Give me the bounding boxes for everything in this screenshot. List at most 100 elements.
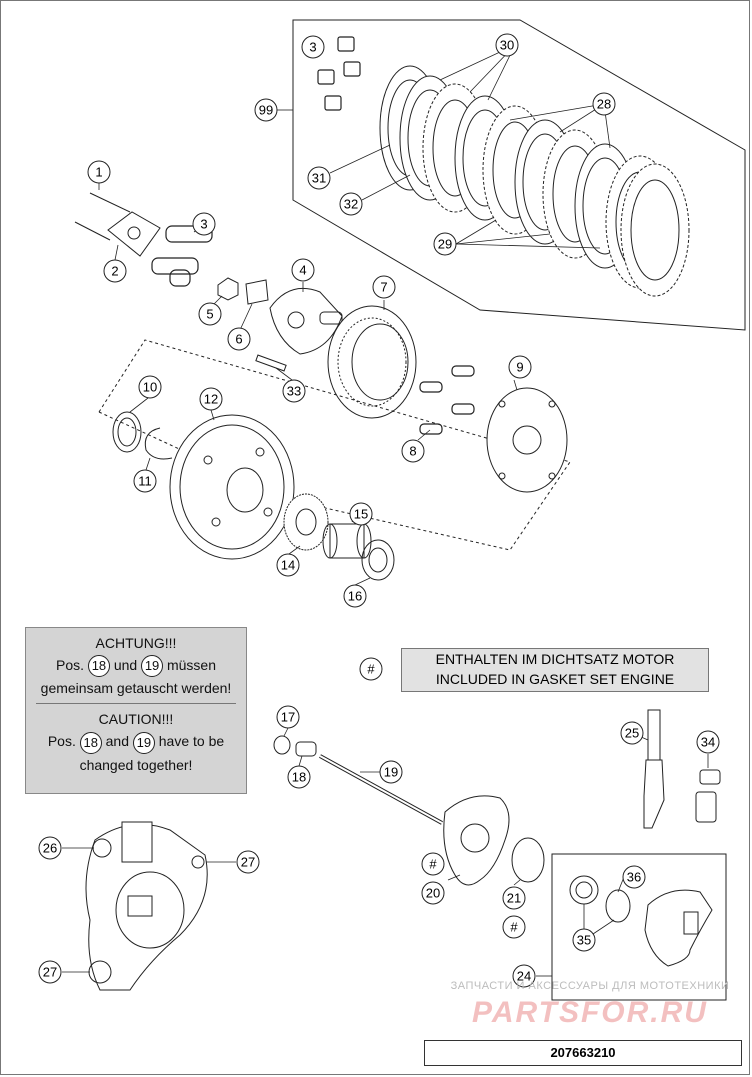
callout-31: 31 [307, 166, 331, 190]
clutch-disc-stack [379, 65, 690, 297]
svg-text:25: 25 [625, 726, 639, 741]
svg-text:4: 4 [299, 263, 306, 278]
clutch-cover [85, 821, 208, 991]
callout-hash-legend: # [359, 657, 383, 681]
inner-clutch-hub [327, 305, 417, 419]
callout-34: 34 [696, 730, 720, 754]
callout-21: 21 [502, 886, 526, 910]
guide-frame [98, 339, 571, 551]
callout-14: 14 [276, 553, 300, 577]
svg-text:24: 24 [517, 969, 531, 984]
kit-99-outline [292, 19, 746, 331]
callout-8: 8 [401, 439, 425, 463]
o-ring [511, 837, 545, 883]
gasket [443, 795, 510, 886]
svg-text:10: 10 [143, 380, 157, 395]
callout-19: 19 [379, 760, 403, 784]
thrust-ring [112, 411, 142, 453]
svg-text:99: 99 [259, 103, 273, 118]
ref-circle: 18 [79, 731, 102, 754]
svg-text:7: 7 [380, 280, 387, 295]
warning-line-de: Pos. 18 und 19 müssen [26, 654, 246, 678]
svg-text:3: 3 [309, 40, 316, 55]
callout-15: 15 [349, 502, 373, 526]
callout-hash-20: # [421, 852, 445, 876]
svg-text:35: 35 [577, 933, 591, 948]
svg-text:8: 8 [409, 444, 416, 459]
watermark-logo: PARTSFOR.RU [472, 996, 708, 1029]
callout-16: 16 [343, 584, 367, 608]
svg-text:26: 26 [43, 841, 57, 856]
watermark-tagline: ЗАПЧАСТИ И АКСЕССУАРЫ ДЛЯ МОТОТЕХНИКИ [450, 980, 730, 992]
svg-text:31: 31 [312, 171, 326, 186]
pressure-plate [269, 288, 343, 355]
callout-5: 5 [198, 302, 222, 326]
callout-20: 20 [421, 881, 445, 905]
slave-cylinder [569, 875, 713, 967]
svg-text:14: 14 [281, 558, 295, 573]
callout-1: 1 [87, 160, 111, 184]
svg-text:6: 6 [235, 332, 242, 347]
callout-29: 29 [433, 232, 457, 256]
callout-11: 11 [133, 469, 157, 493]
callout-30: 30 [495, 33, 519, 57]
callout-99: 99 [254, 98, 278, 122]
callout-36: 36 [622, 865, 646, 889]
bolts-and-plate [74, 192, 161, 257]
nut [217, 277, 239, 301]
callout-25: 25 [620, 721, 644, 745]
callout-32: 32 [339, 192, 363, 216]
svg-text:21: 21 [507, 891, 521, 906]
lock-washer [245, 279, 269, 305]
svg-text:5: 5 [206, 307, 213, 322]
svg-text:29: 29 [438, 237, 452, 252]
svg-text:36: 36 [627, 870, 641, 885]
pressure-pin [255, 354, 287, 372]
svg-text:20: 20 [426, 886, 440, 901]
warning-line3-de: gemeinsam getauscht werden! [40, 680, 232, 697]
svg-text:19: 19 [384, 765, 398, 780]
svg-text:16: 16 [348, 589, 362, 604]
warning-line-en: Pos. 18 and 19 have to be [26, 730, 246, 754]
callout-35: 35 [572, 928, 596, 952]
damper-springs [419, 365, 475, 435]
ref-circle: 19 [132, 731, 155, 754]
push-rod-piece [295, 741, 317, 757]
warning-title-de: ACHTUNG!!! [95, 635, 177, 651]
callout-17: 17 [276, 705, 300, 729]
svg-text:30: 30 [500, 38, 514, 53]
slave-cylinder-box [551, 853, 727, 1001]
callout-12: 12 [199, 387, 223, 411]
ref-circle: 18 [87, 655, 110, 678]
note-divider [36, 703, 236, 705]
thrust-washer [361, 539, 395, 581]
callout-9: 9 [508, 355, 532, 379]
svg-text:33: 33 [287, 384, 301, 399]
svg-text:27: 27 [43, 965, 57, 980]
legend-line-en: INCLUDED IN GASKET SET ENGINE [435, 671, 675, 687]
svg-text:15: 15 [354, 507, 368, 522]
callout-6: 6 [227, 327, 251, 351]
callout-3: 3 [192, 212, 216, 236]
callout-10: 10 [138, 375, 162, 399]
callout-27-right: 27 [236, 850, 260, 874]
seal-ring [273, 735, 291, 755]
warning-title-en: CAUTION!!! [98, 711, 174, 728]
svg-text:32: 32 [344, 197, 358, 212]
callout-24: 24 [512, 964, 536, 988]
callout-28: 28 [592, 92, 616, 116]
callout-hash-21: # [502, 915, 526, 939]
svg-text:#: # [510, 920, 518, 935]
callout-18: 18 [287, 765, 311, 789]
svg-text:2: 2 [111, 264, 118, 279]
callout-26: 26 [38, 836, 62, 860]
springs-kit [317, 36, 361, 111]
document-number: 207663210 [424, 1040, 742, 1066]
svg-text:34: 34 [701, 735, 715, 750]
callout-2: 2 [103, 259, 127, 283]
warning-line3-en: changed together! [79, 756, 193, 773]
svg-text:18: 18 [292, 770, 306, 785]
primary-gear [283, 493, 329, 551]
svg-text:#: # [429, 857, 437, 872]
